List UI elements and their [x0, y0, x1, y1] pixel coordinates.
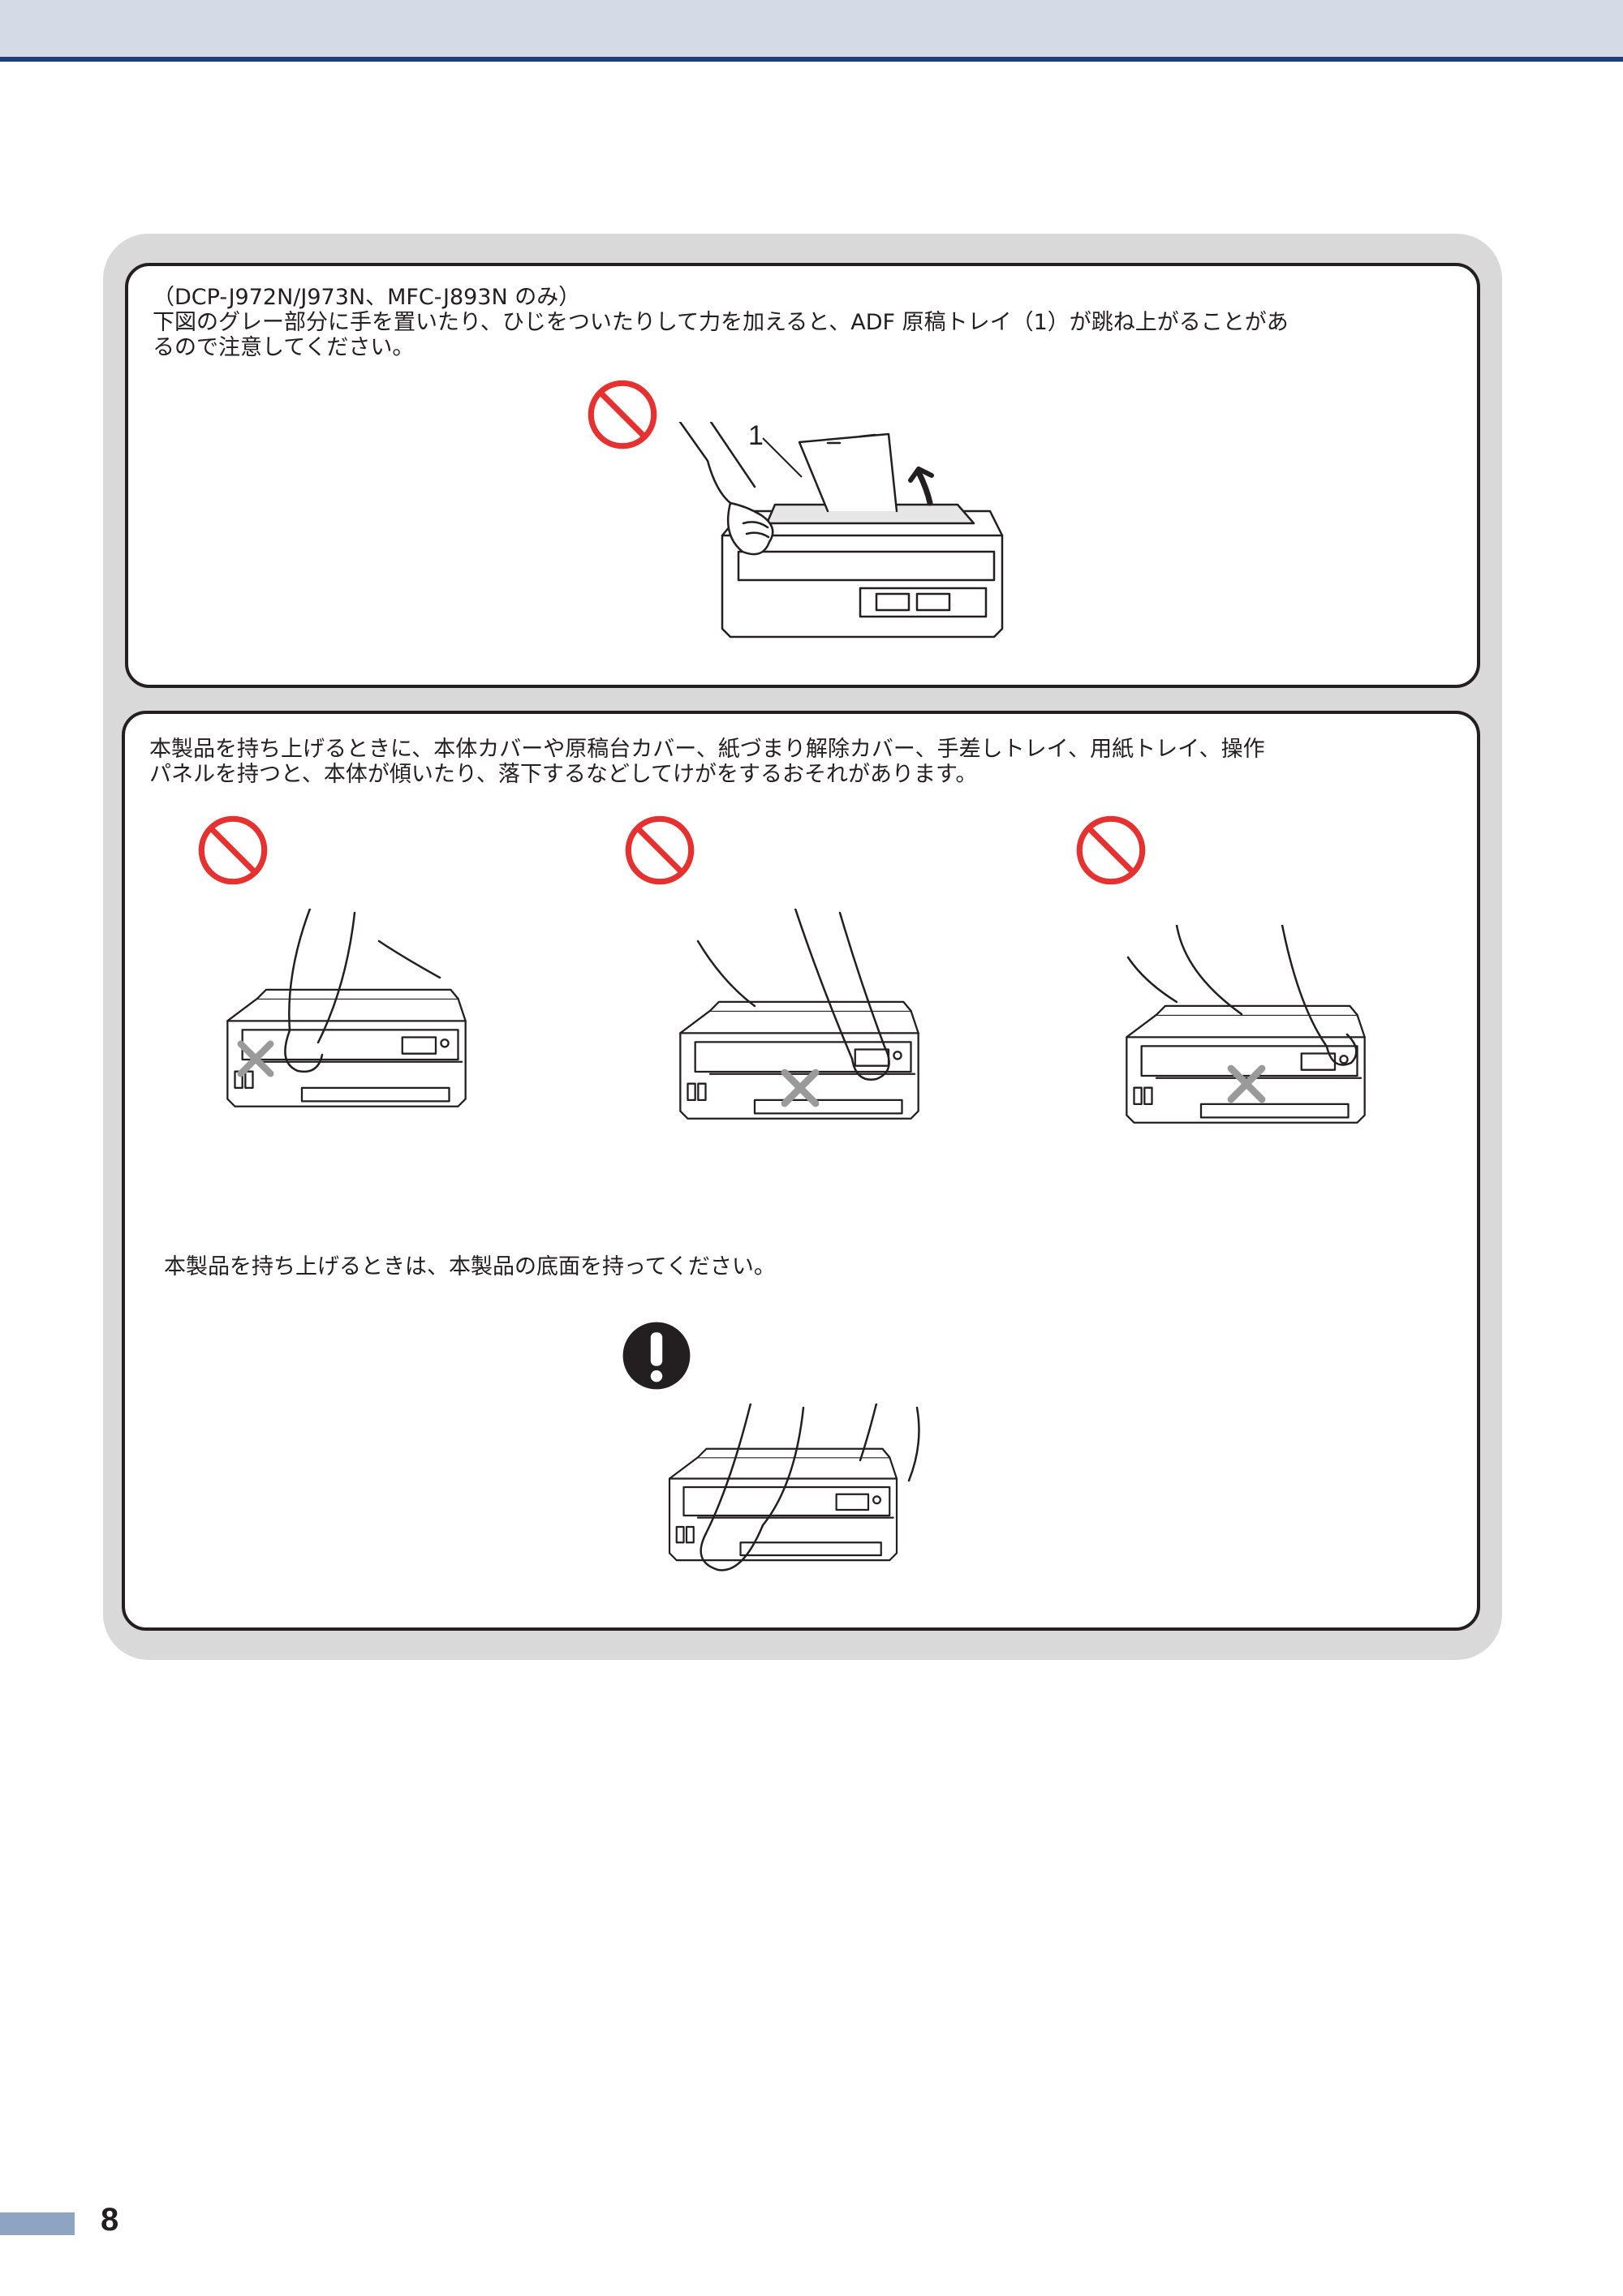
prohibition-icon [1074, 814, 1147, 887]
footer-accent-bar [0, 2212, 75, 2235]
page-number: 8 [101, 2202, 119, 2238]
adf-models-note: （DCP-J972N/J973N、MFC-J893N のみ） [153, 285, 581, 310]
exclamation-icon [622, 1322, 691, 1390]
adf-warning-line-2: るので注意してください。 [153, 335, 415, 360]
adf-tray-callout: 1 [748, 422, 764, 451]
wrong-lift-illustration-3 [1126, 925, 1366, 1124]
correct-lift-illustration [668, 1404, 920, 1572]
lifting-warning-line-2: パネルを持つと、本体が傾いたり、落下するなどしてけがをするおそれがあります。 [149, 762, 978, 787]
lifting-warning-line-1: 本製品を持ち上げるときに、本体カバーや原稿台カバー、紙づまり解除カバー、手差しト… [149, 737, 1265, 762]
wrong-lift-illustration-1 [226, 909, 467, 1107]
prohibition-icon [586, 378, 659, 451]
lifting-instruction-text: 本製品を持ち上げるときは、本製品の底面を持ってください。 [164, 1254, 776, 1279]
lifting-warning-text: 本製品を持ち上げるときに、本体カバーや原稿台カバー、紙づまり解除カバー、手差しト… [149, 737, 1265, 787]
prohibition-icon [196, 814, 269, 887]
wrong-lift-illustration-2 [679, 909, 919, 1120]
prohibition-icon [623, 814, 696, 887]
header-band [0, 0, 1623, 62]
adf-warning-text: （DCP-J972N/J973N、MFC-J893N のみ） 下図のグレー部分に… [153, 285, 1289, 360]
adf-printer-illustration: 1 [678, 422, 1004, 638]
adf-warning-line-1: 下図のグレー部分に手を置いたり、ひじをついたりして力を加えると、ADF 原稿トレ… [153, 310, 1289, 335]
